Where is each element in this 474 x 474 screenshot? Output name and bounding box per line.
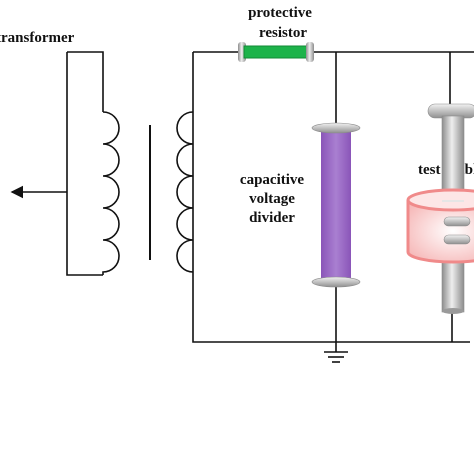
secondary-circuit [176, 51, 474, 352]
divider-top-electrode [311, 122, 361, 134]
primary-wire [66, 52, 103, 276]
test-word: test [418, 162, 441, 178]
transformer-label: transformer [0, 30, 75, 46]
ground-symbol-icon [324, 351, 348, 363]
transformer-secondary-coil [176, 111, 194, 273]
test-cable [406, 103, 474, 314]
protective-resistor [238, 42, 314, 62]
divider-label-line1: capacitive [240, 172, 304, 188]
divider-body [321, 130, 351, 280]
cable-rod-in-cup [442, 200, 464, 202]
divider-label-line2: voltage [249, 191, 295, 207]
resistor-right-cap [306, 42, 314, 62]
transformer-primary-coil [102, 111, 120, 275]
primary-circuit [10, 51, 120, 276]
cable-slot-lower [443, 234, 471, 245]
primary-top-wire [67, 51, 104, 112]
cable-termination-body [406, 200, 474, 264]
secondary-wire [192, 52, 470, 343]
capacitive-voltage-divider [311, 122, 361, 288]
resistor-body [243, 45, 309, 59]
protective-resistor-label-line2: resistor [259, 25, 307, 41]
cable-slot-upper [443, 216, 471, 227]
divider-label-line3: divider [249, 210, 295, 226]
protective-resistor-label-line1: protective [248, 5, 312, 21]
cable-rod-end [442, 308, 464, 314]
cable-termination-rim [406, 188, 474, 212]
divider-bottom-electrode [311, 276, 361, 288]
